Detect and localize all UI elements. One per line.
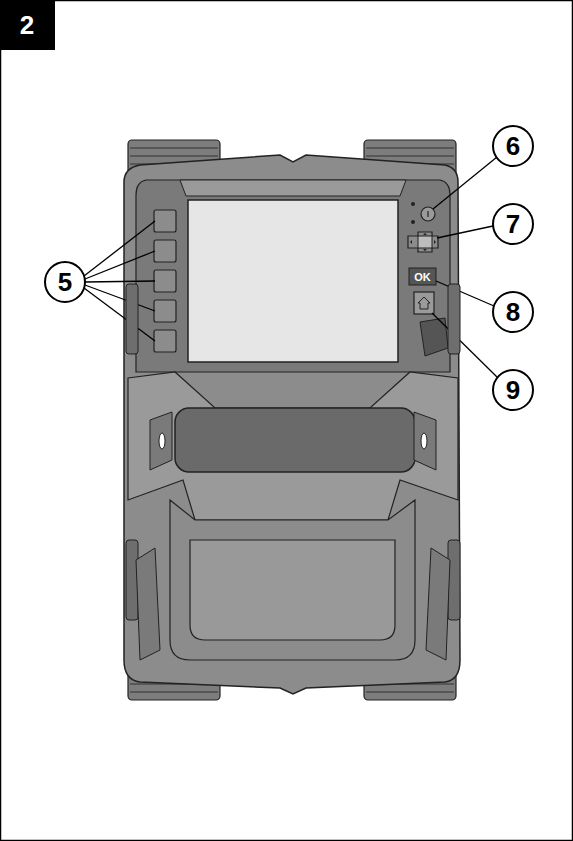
callout-circle bbox=[45, 126, 533, 410]
leader-line bbox=[84, 221, 155, 341]
handle bbox=[175, 408, 415, 472]
figure-number-box bbox=[0, 0, 55, 50]
callout-number: 6 bbox=[506, 131, 520, 162]
leader-line bbox=[432, 157, 497, 377]
home-button bbox=[414, 292, 434, 314]
sensor-plate bbox=[190, 540, 395, 640]
side-button bbox=[150, 412, 436, 470]
button-label: OK bbox=[414, 271, 431, 283]
callout-number: 8 bbox=[506, 297, 520, 328]
figure-number: 2 bbox=[20, 10, 34, 41]
display bbox=[188, 200, 398, 362]
housing bbox=[124, 155, 460, 694]
navigation-pad bbox=[408, 232, 438, 252]
ok-button bbox=[409, 268, 436, 285]
callout-number: 5 bbox=[58, 267, 72, 298]
power-button bbox=[421, 207, 435, 221]
callout-number: 7 bbox=[506, 209, 520, 240]
track bbox=[128, 140, 456, 700]
callout-number: 9 bbox=[506, 375, 520, 406]
softkey bbox=[154, 210, 176, 352]
